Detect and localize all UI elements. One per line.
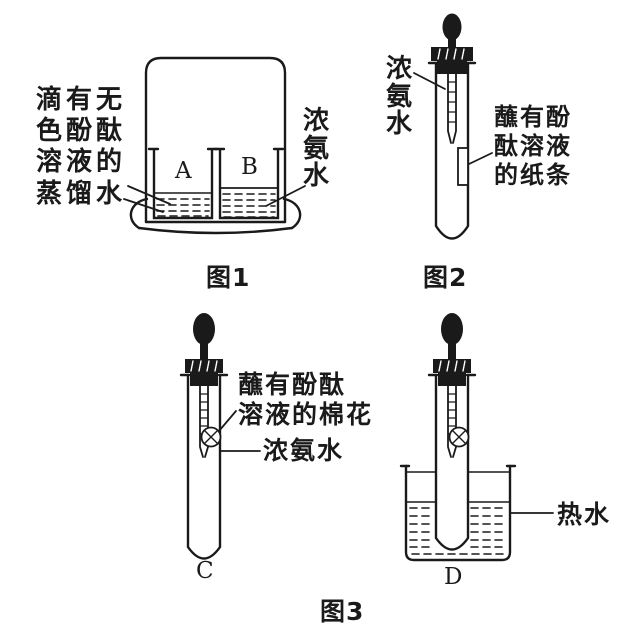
figure3-tube-c	[179, 313, 229, 560]
rubber-stopper	[185, 359, 223, 373]
beaker-a-letter: A	[175, 158, 192, 184]
fig3-cotton-label: 蘸有酚酞 溶液的棉花	[238, 370, 374, 429]
figure3-leader-lines	[218, 410, 554, 514]
fig3-ammonia-label: 浓氨水	[263, 436, 345, 465]
phenolphthalein-paper-strip	[457, 147, 469, 186]
test-tube	[186, 373, 222, 560]
stopper-hatching	[438, 360, 466, 372]
dropper-tube	[199, 385, 209, 458]
stopper-hatching	[190, 360, 218, 372]
beaker-b-letter: B	[241, 154, 258, 180]
hot-water-beaker	[404, 464, 512, 562]
dropper-stem	[448, 343, 456, 360]
dropper-stem	[200, 343, 208, 360]
dropper-bulb	[193, 313, 215, 345]
figure1-apparatus	[123, 56, 306, 235]
fig2-caption: 图2	[423, 263, 468, 292]
figure3-tube-d	[399, 313, 517, 562]
leader-line-paper-strip	[468, 152, 493, 165]
tube-d-letter: D	[444, 564, 463, 590]
tray-left-curl	[129, 197, 149, 230]
fig2-ammonia-label: 浓 氨 水	[386, 54, 413, 140]
beaker-a	[152, 148, 214, 220]
fig1-ammonia-label: 浓 氨 水	[303, 106, 330, 192]
dropper-stem	[448, 38, 456, 48]
fig2-paper-strip-label: 蘸有酚 酞溶液 的纸条	[494, 103, 572, 189]
liquid-hatching	[156, 193, 276, 218]
hot-water-hatching	[409, 507, 507, 555]
cotton-scribble	[204, 430, 218, 444]
leader-line-ammonia	[413, 72, 446, 90]
test-tube	[434, 61, 470, 240]
tray-base	[137, 226, 294, 235]
bell-jar	[144, 56, 287, 224]
leader-line-cotton	[218, 410, 237, 432]
cotton-scribble	[452, 430, 466, 444]
figure2-apparatus	[413, 13, 493, 240]
rubber-stopper	[431, 47, 473, 61]
fig3-caption: 图3	[320, 597, 365, 626]
dropper-tube	[447, 385, 457, 458]
stopper-hatching	[437, 48, 465, 60]
leader-line-distilled-water	[123, 185, 171, 213]
dropper-graduations	[199, 393, 209, 435]
rubber-stopper-lower	[190, 373, 218, 386]
tray-right-curl	[282, 197, 302, 230]
dropper-bulb	[442, 13, 462, 41]
fig1-caption: 图1	[206, 263, 251, 292]
dropper-graduations	[447, 393, 457, 435]
dropper-bulb	[441, 313, 463, 345]
dropper-graduations	[447, 81, 457, 123]
test-tube	[434, 373, 470, 551]
fig3-hot-water-label: 热水	[557, 500, 612, 529]
rubber-stopper-lower	[438, 373, 466, 386]
dropper-tube	[447, 73, 457, 144]
rubber-stopper	[433, 359, 471, 373]
fig1-distilled-water-label: 滴有无 色酚酞 溶液的 蒸馏水	[36, 85, 127, 209]
beaker-b	[218, 148, 280, 220]
rubber-stopper-lower	[437, 61, 467, 74]
tube-c-letter: C	[196, 558, 214, 584]
leader-line-ammonia-b	[265, 185, 306, 207]
